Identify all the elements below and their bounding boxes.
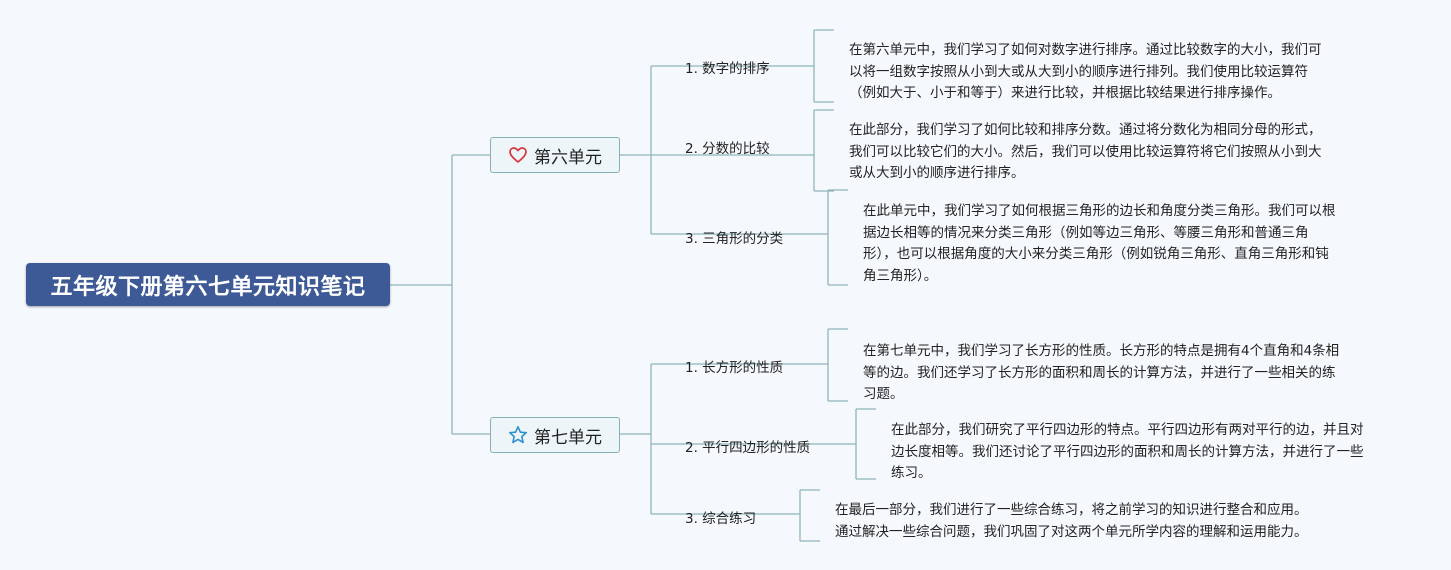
- note-triangle-classify: 在此单元中，我们学习了如何根据三角形的边长和角度分类三角形。我们可以根 据边长相…: [863, 203, 1336, 284]
- star-icon: [509, 426, 527, 444]
- topic-fraction-compare[interactable]: 2. 分数的比较: [685, 141, 770, 157]
- unit-node-6[interactable]: 第六单元: [490, 137, 620, 173]
- note-fraction-compare: 在此部分，我们学习了如何比较和排序分数。通过将分数化为相同分母的形式， 我们可以…: [849, 122, 1322, 181]
- unit-label: 第六单元: [534, 147, 602, 168]
- note-number-sorting: 在第六单元中，我们学习了如何对数字进行排序。通过比较数字的大小，我们可 以将一组…: [849, 42, 1322, 101]
- topic-number-sorting[interactable]: 1. 数字的排序: [685, 61, 770, 77]
- unit-node-7[interactable]: 第七单元: [490, 417, 620, 453]
- root-node[interactable]: 五年级下册第六七单元知识笔记: [26, 263, 390, 306]
- note-parallelogram-properties: 在此部分，我们研究了平行四边形的特点。平行四边形有两对平行的边，并且对 边长度相…: [891, 422, 1364, 481]
- note-rectangle-properties: 在第七单元中，我们学习了长方形的性质。长方形的特点是拥有4个直角和4条相 等的边…: [863, 343, 1340, 402]
- topic-triangle-classify[interactable]: 3. 三角形的分类: [685, 231, 784, 247]
- heart-icon: [509, 147, 527, 163]
- topic-comprehensive-practice[interactable]: 3. 综合练习: [685, 511, 757, 527]
- topic-rectangle-properties[interactable]: 1. 长方形的性质: [685, 360, 784, 376]
- unit-label: 第七单元: [534, 427, 602, 448]
- note-comprehensive-practice: 在最后一部分，我们进行了一些综合练习，将之前学习的知识进行整合和应用。 通过解决…: [835, 502, 1308, 540]
- root-title: 五年级下册第六七单元知识笔记: [50, 274, 366, 300]
- topic-parallelogram-properties[interactable]: 2. 平行四边形的性质: [685, 440, 811, 456]
